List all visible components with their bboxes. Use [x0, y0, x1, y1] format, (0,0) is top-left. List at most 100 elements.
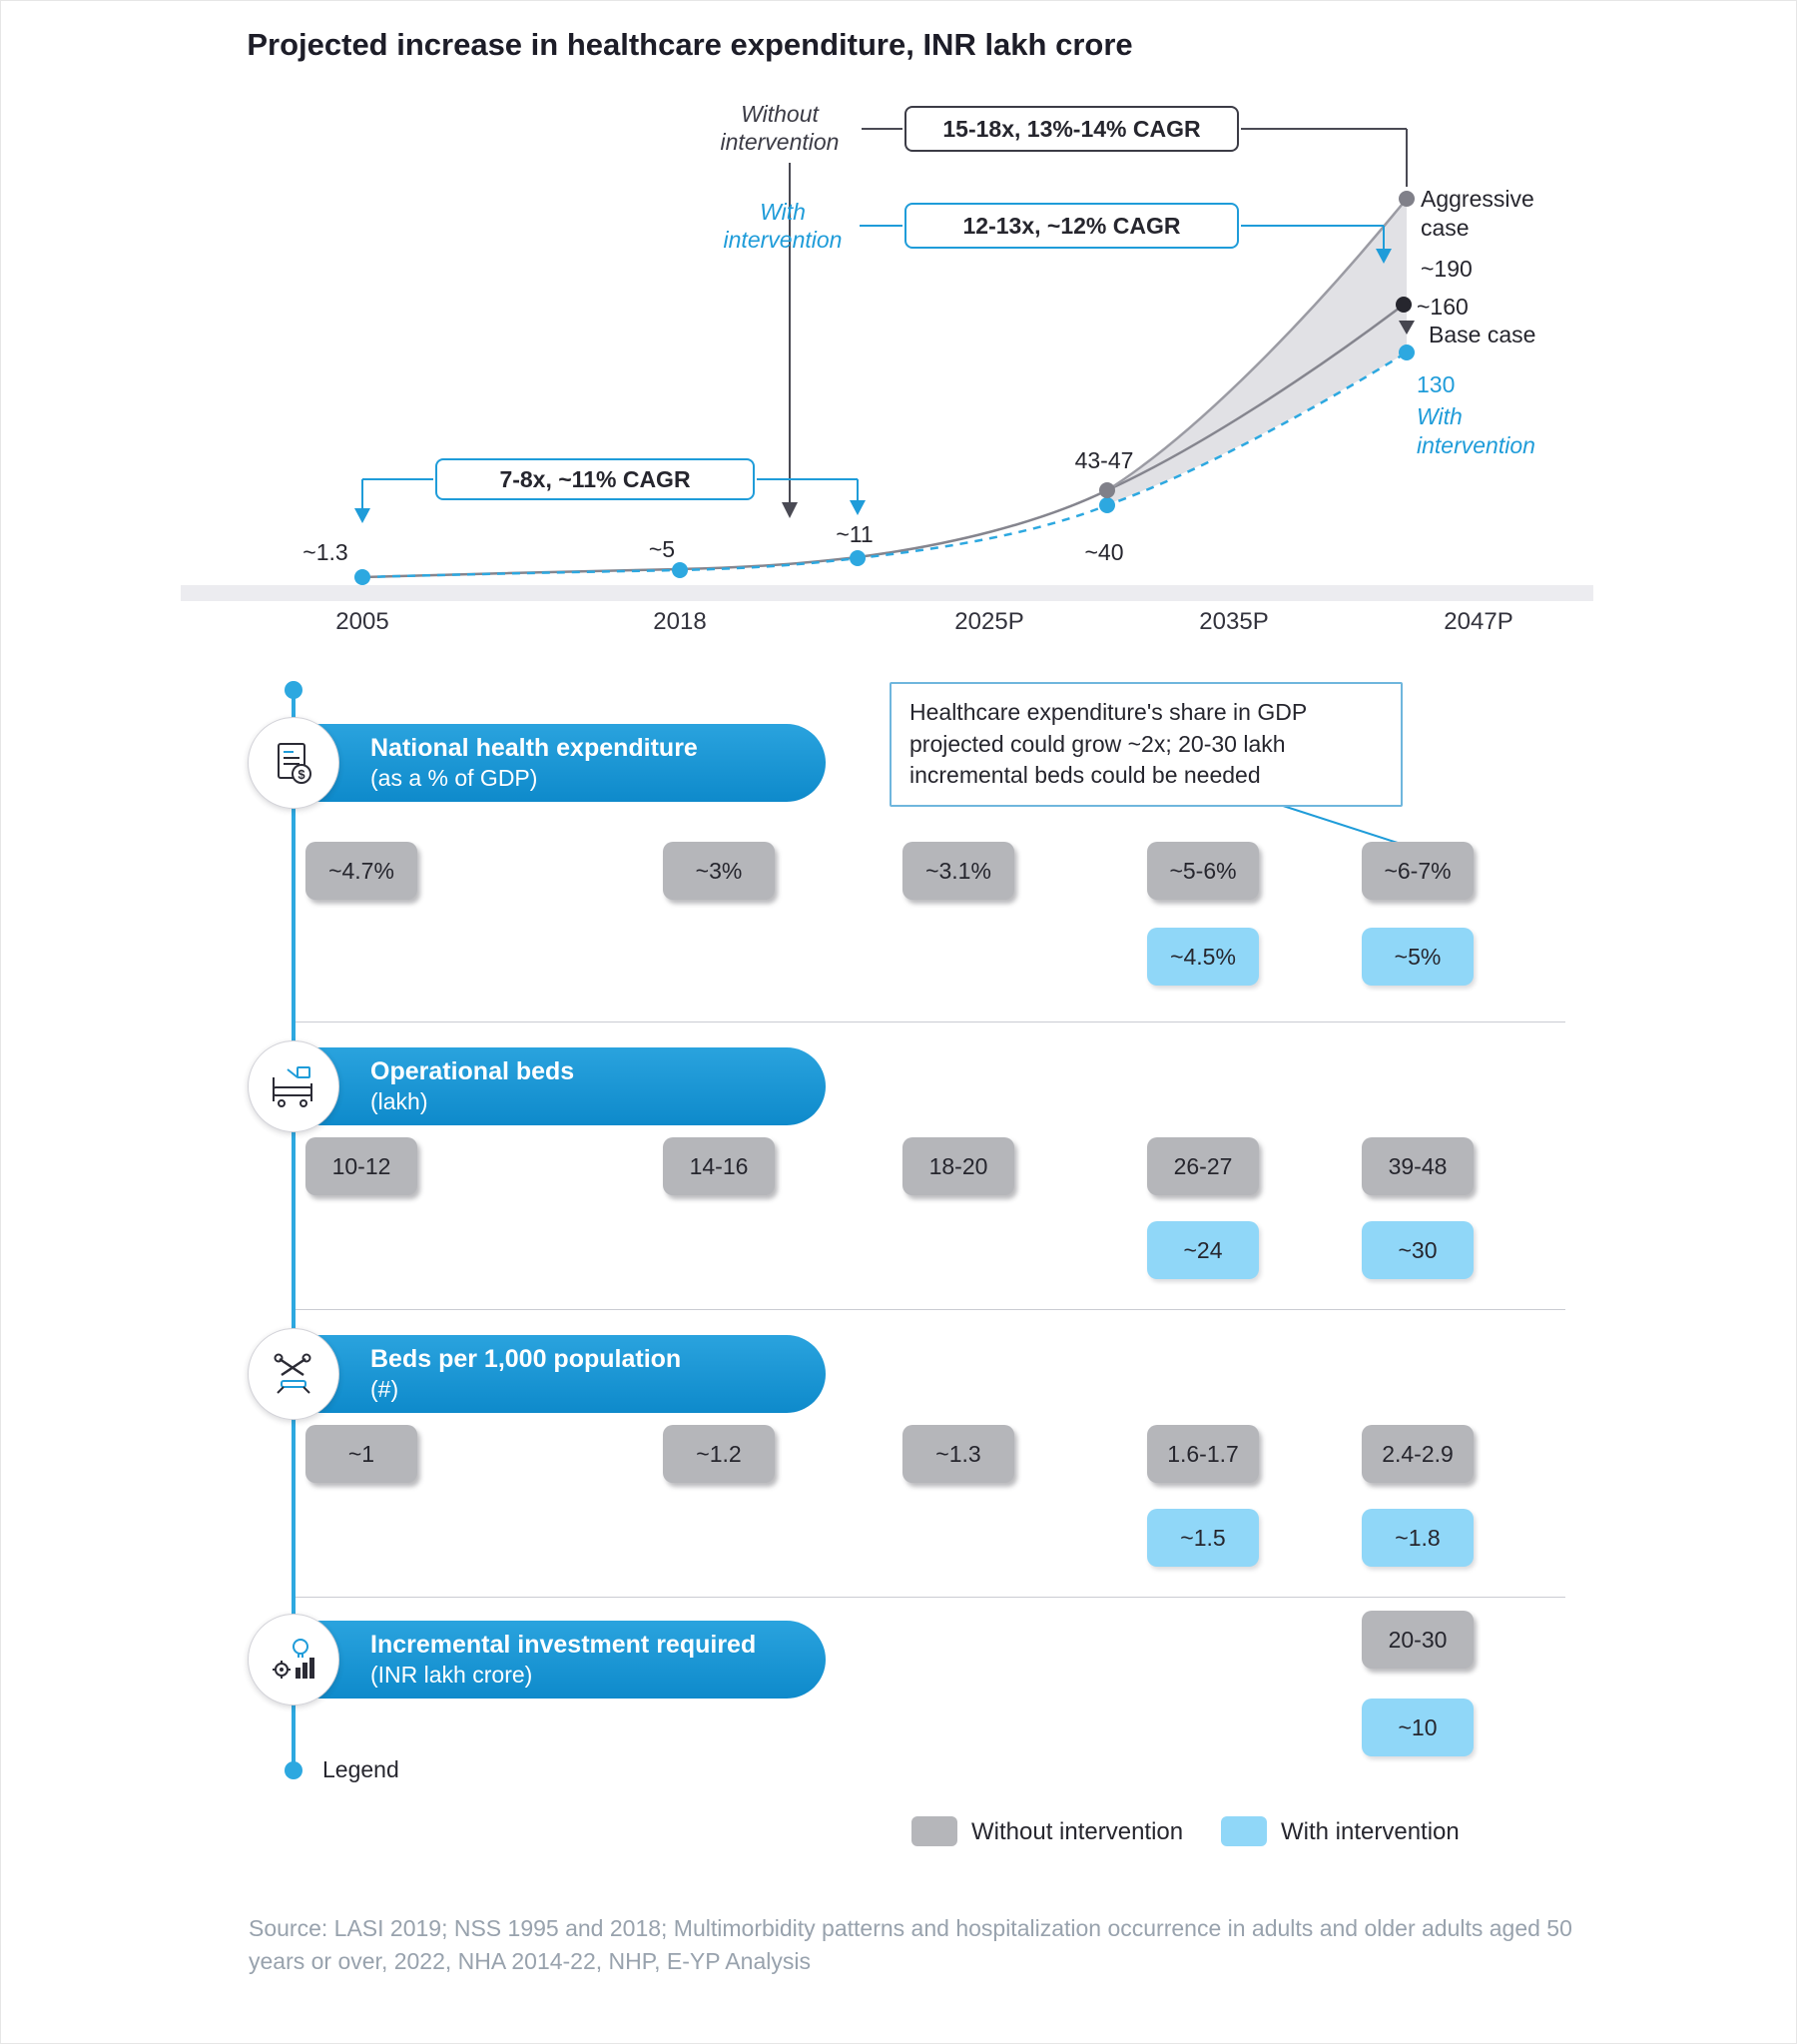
row-subtitle: (#)	[370, 1376, 399, 1403]
row-subtitle: (INR lakh crore)	[370, 1662, 533, 1689]
row-subtitle: (lakh)	[370, 1088, 428, 1115]
row-header-operational-beds: Operational beds (lakh)	[259, 1047, 826, 1125]
row-title: Operational beds	[370, 1057, 575, 1085]
incremental-investment-icon	[248, 1614, 339, 1705]
timeline-dot-bottom	[285, 1761, 302, 1779]
legend-swatch-without-intervention	[911, 1816, 957, 1846]
value-box-nhe-2047: ~6-7%	[1362, 842, 1474, 900]
legend-swatch-with-intervention	[1221, 1816, 1267, 1846]
value-box-ratio-2025: ~1.3	[902, 1425, 1014, 1483]
value-box-nhe-2035: ~5-6%	[1147, 842, 1259, 900]
with-intervention-end-label: With intervention	[1417, 403, 1535, 458]
value-box-beds-2025: 18-20	[902, 1137, 1014, 1195]
point-label-2022: ~11	[836, 521, 874, 547]
health-expenditure-icon-glyph: $	[278, 743, 311, 784]
data-points	[354, 191, 1415, 585]
row-header-national-health-expenditure: National health expenditure (as a % of G…	[259, 724, 826, 802]
row-title: Beds per 1,000 population	[370, 1345, 682, 1373]
row-divider-2	[296, 1309, 1565, 1310]
x-axis-band	[181, 585, 1593, 601]
beds-per-population-icon	[248, 1328, 339, 1420]
point-2032-without	[1099, 482, 1115, 498]
operational-beds-icon-glyph	[273, 1066, 312, 1107]
incremental-investment-icon-glyph	[273, 1639, 314, 1679]
row-subtitle: (as a % of GDP)	[370, 765, 538, 792]
timeline-line	[292, 690, 296, 1770]
curve-without-intervention-base	[361, 304, 1405, 579]
annotation-without-intervention: Without intervention	[720, 101, 840, 155]
point-2005	[354, 569, 370, 585]
base-case-marker-icon	[1399, 321, 1415, 335]
with-intervention-value-label: 130	[1417, 371, 1456, 397]
arrow-2005-icon	[354, 508, 370, 523]
arrow-with-intervention-icon	[1376, 249, 1392, 264]
value-box-beds-2005: 10-12	[305, 1137, 417, 1195]
aggressive-case-label: Aggressive case	[1421, 186, 1534, 241]
point-2032-with	[1099, 497, 1115, 513]
chart-canvas	[181, 128, 1593, 601]
point-label-2032-without: 43-47	[1074, 447, 1134, 473]
aggressive-value-label: ~190	[1421, 256, 1473, 282]
beds-per-population-icon-glyph	[274, 1353, 311, 1394]
callout-pointer-line	[1276, 803, 1402, 845]
row-header-beds-per-population: Beds per 1,000 population (#)	[259, 1335, 826, 1413]
value-box-ratio-2047: 2.4-2.9	[1362, 1425, 1474, 1483]
value-box-nhe-2047-with: ~5%	[1362, 928, 1474, 986]
x-tick-2025p: 2025P	[954, 608, 1024, 635]
x-tick-2047p: 2047P	[1444, 608, 1513, 635]
timeline-dot-top	[285, 681, 302, 699]
base-case-label: Base case	[1429, 322, 1536, 347]
value-box-investment-2047-with: ~10	[1362, 1699, 1474, 1756]
point-aggressive-case	[1399, 191, 1415, 207]
point-2018	[672, 562, 688, 578]
arrow-without-intervention-icon	[782, 502, 798, 518]
expenditure-chart: Without intervention With intervention 1…	[101, 81, 1698, 640]
legend-label-without-intervention: Without intervention	[971, 1818, 1184, 1845]
value-box-nhe-2018: ~3%	[663, 842, 775, 900]
point-base-case	[1396, 297, 1412, 313]
value-box-beds-2047-with: ~30	[1362, 1221, 1474, 1279]
value-box-beds-2035-with: ~24	[1147, 1221, 1259, 1279]
page-title: Projected increase in healthcare expendi…	[247, 27, 1133, 62]
cagr-box-early-period: 7-8x, ~11% CAGR	[435, 458, 755, 500]
point-2022	[850, 550, 866, 566]
point-label-2005: ~1.3	[302, 539, 348, 565]
curve-without-intervention-aggressive	[1106, 198, 1408, 492]
curve-with-intervention	[361, 350, 1408, 579]
value-box-beds-2035: 26-27	[1147, 1137, 1259, 1195]
health-expenditure-icon: $	[248, 717, 339, 809]
x-tick-2018: 2018	[653, 608, 707, 635]
x-tick-2005: 2005	[335, 608, 389, 635]
value-box-nhe-2025: ~3.1%	[902, 842, 1014, 900]
gdp-share-callout: Healthcare expenditure's share in GDP pr…	[890, 682, 1403, 808]
row-header-incremental-investment: Incremental investment required (INR lak…	[259, 1621, 826, 1699]
point-label-2032-with: ~40	[1084, 539, 1124, 565]
value-box-ratio-2035: 1.6-1.7	[1147, 1425, 1259, 1483]
connector-lines-blue	[361, 225, 1385, 510]
source-note: Source: LASI 2019; NSS 1995 and 2018; Mu…	[249, 1915, 1572, 1974]
operational-beds-icon	[248, 1040, 339, 1132]
legend-title: Legend	[322, 1756, 399, 1782]
legend-label-with-intervention: With intervention	[1281, 1818, 1460, 1845]
row-divider-3	[296, 1597, 1565, 1598]
row-title: Incremental investment required	[370, 1631, 757, 1659]
value-box-nhe-2005: ~4.7%	[305, 842, 417, 900]
scenario-range-shade	[1107, 199, 1407, 504]
point-label-2018: ~5	[648, 536, 676, 562]
x-tick-2035p: 2035P	[1199, 608, 1269, 635]
cagr-box-without-intervention: 15-18x, 13%-14% CAGR	[904, 106, 1239, 152]
base-value-label: ~160	[1417, 294, 1469, 320]
value-box-beds-2018: 14-16	[663, 1137, 775, 1195]
row-title: National health expenditure	[370, 734, 698, 762]
value-box-ratio-2047-with: ~1.8	[1362, 1509, 1474, 1567]
value-box-beds-2047: 39-48	[1362, 1137, 1474, 1195]
value-box-ratio-2035-with: ~1.5	[1147, 1509, 1259, 1567]
annotation-with-intervention: With intervention	[723, 199, 843, 253]
connector-lines-dark	[789, 128, 1408, 504]
arrow-2022-icon	[850, 500, 866, 515]
svg-text:$: $	[298, 767, 305, 782]
cagr-box-with-intervention: 12-13x, ~12% CAGR	[904, 203, 1239, 249]
value-box-ratio-2018: ~1.2	[663, 1425, 775, 1483]
value-box-nhe-2035-with: ~4.5%	[1147, 928, 1259, 986]
